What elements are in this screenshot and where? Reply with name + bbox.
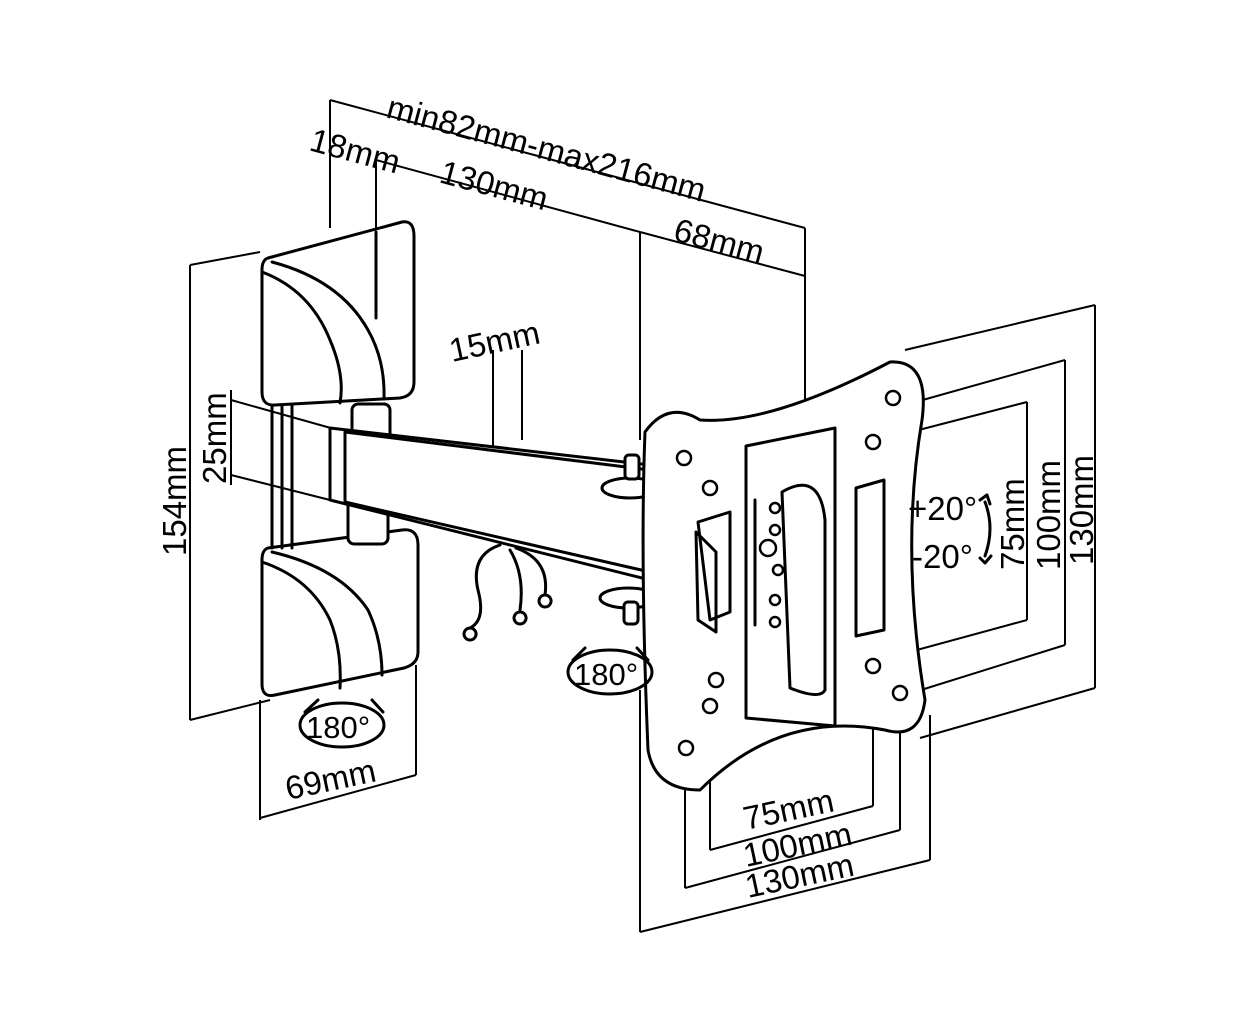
arm-height-label: 25mm: [196, 392, 233, 484]
head-depth-label: 68mm: [670, 211, 768, 270]
arm-gap-label: 15mm: [446, 314, 543, 369]
vesa-v-small-label: 75mm: [994, 478, 1031, 570]
rotation-symbols: [298, 493, 993, 749]
wall-swivel-oval: [298, 701, 386, 749]
vesa-v-large-label: 130mm: [1063, 455, 1100, 565]
wall-plate-height-label: 154mm: [156, 446, 193, 556]
wall-plate: [260, 220, 420, 697]
wall-swivel-label: 180°: [306, 710, 370, 745]
tilt-down-label: -20°: [912, 538, 973, 575]
dimension-lines: [189, 99, 1096, 933]
vesa-plate: [641, 360, 927, 792]
arm-swivel-oval: [566, 648, 654, 696]
vesa-v-mid-label: 100mm: [1030, 460, 1067, 570]
tilt-up-label: +20°: [908, 490, 977, 527]
tilt-arc: [983, 500, 992, 558]
arm-swivel-label: 180°: [574, 657, 638, 692]
wall-plate-depth-label: 18mm: [306, 121, 404, 180]
